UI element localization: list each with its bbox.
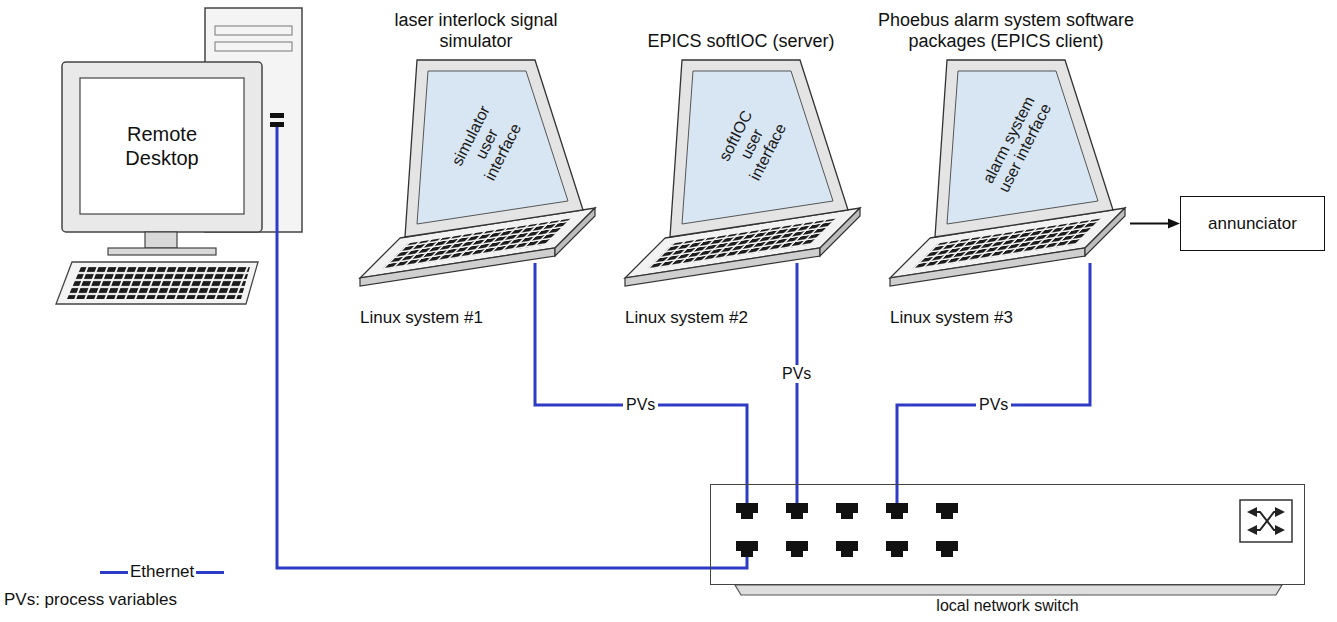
system-label: Linux system #2 xyxy=(625,308,748,328)
ethernet-wire xyxy=(276,127,279,232)
system-label: Linux system #1 xyxy=(360,308,483,328)
laptop-illustration xyxy=(360,60,595,286)
ethernet-port xyxy=(786,541,808,557)
system-label: Linux system #3 xyxy=(890,308,1013,328)
ethernet-port xyxy=(836,541,858,557)
laptop-illustration xyxy=(625,60,860,286)
laptop-illustration xyxy=(890,60,1125,286)
switch-arrow xyxy=(1249,512,1283,530)
screen-text: Remote Desktop xyxy=(80,78,244,214)
system-heading: Phoebus alarm system software packages (… xyxy=(856,10,1156,52)
edge-label: PVs xyxy=(779,365,814,383)
monitor-neck xyxy=(145,232,177,248)
screen-text: softIOC user interface xyxy=(710,96,794,192)
keyboard-keys xyxy=(67,267,250,299)
switch-stand xyxy=(735,585,1282,595)
note-text: PVs: process variables xyxy=(4,590,177,610)
computer-node: Remote Desktop xyxy=(55,8,302,232)
connector-line xyxy=(535,263,747,484)
network-switch: local network switch xyxy=(710,484,1305,585)
connector-line xyxy=(1130,223,1170,225)
screen-text: alarm system user interface xyxy=(976,87,1058,201)
system-heading: EPICS softIOC (server) xyxy=(631,31,851,52)
switch-arrow xyxy=(1249,512,1283,530)
monitor-bezel xyxy=(62,62,262,232)
ethernet-wire xyxy=(896,484,899,503)
legend-row: Ethernet xyxy=(100,562,224,582)
monitor-screen xyxy=(80,78,244,214)
network-port xyxy=(270,122,284,127)
laptop-node: laser interlock signal simulatorsimulato… xyxy=(355,58,600,263)
switch-symbol xyxy=(1240,500,1292,542)
connector-line xyxy=(897,263,1090,484)
connector xyxy=(277,232,710,568)
ethernet-wire xyxy=(746,484,749,503)
connector-line xyxy=(277,232,710,568)
legend-line-sample xyxy=(196,571,224,574)
system-heading: laser interlock signal simulator xyxy=(376,10,576,52)
legend-text: Ethernet xyxy=(130,562,194,582)
ethernet-port xyxy=(786,503,808,519)
ethernet-port xyxy=(736,503,758,519)
network-port xyxy=(270,113,284,118)
connector xyxy=(535,263,747,484)
drive-bay xyxy=(215,26,292,35)
edge-label: PVs xyxy=(623,396,658,414)
connector xyxy=(897,263,1090,484)
ethernet-wire xyxy=(796,484,799,503)
arrow-head xyxy=(1168,219,1180,229)
ethernet-wire xyxy=(711,557,747,568)
laptop-node: Phoebus alarm system software packages (… xyxy=(885,58,1130,263)
monitor-base xyxy=(108,248,216,255)
box-text: annunciator xyxy=(1181,197,1324,250)
legend-line-sample xyxy=(100,571,128,574)
keyboard xyxy=(56,262,258,304)
ethernet-port xyxy=(936,541,958,557)
drive-bay xyxy=(215,42,292,51)
ethernet-port xyxy=(886,541,908,557)
ethernet-port xyxy=(936,503,958,519)
annunciator-box: annunciator xyxy=(1180,196,1325,251)
device-label: local network switch xyxy=(711,597,1304,615)
edge-label: PVs xyxy=(976,396,1011,414)
ethernet-port xyxy=(836,503,858,519)
laptop-node: EPICS softIOC (server)softIOC user inter… xyxy=(620,58,865,263)
ethernet-port xyxy=(886,503,908,519)
connector xyxy=(1130,219,1180,229)
ethernet-port xyxy=(736,541,758,557)
screen-text: simulator user interface xyxy=(443,92,532,197)
